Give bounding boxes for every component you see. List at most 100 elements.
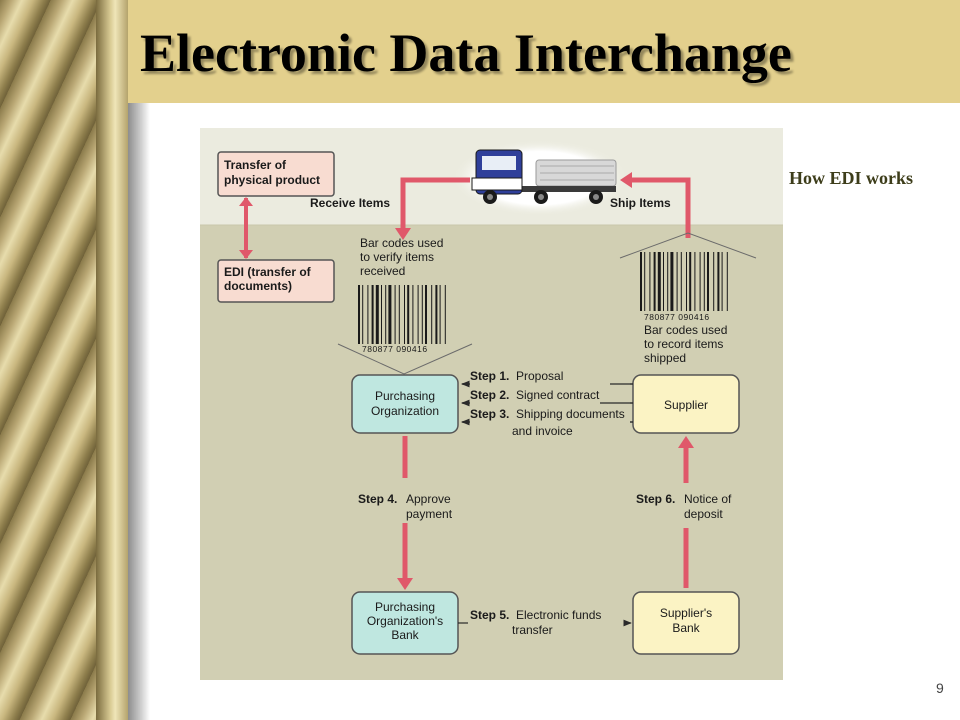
svg-text:Bank: Bank (672, 621, 700, 635)
barcode-bar (421, 285, 423, 344)
barcode-bars-left (358, 285, 446, 344)
ship-items-label: Ship Items (610, 196, 671, 210)
svg-text:Step 6.: Step 6. (636, 492, 675, 506)
svg-text:Supplier's: Supplier's (660, 606, 712, 620)
barcode-bar (689, 252, 692, 311)
svg-text:Purchasing: Purchasing (375, 389, 435, 403)
barcode-bar (699, 252, 701, 311)
steps-arrow-stubs (461, 380, 633, 426)
barcode-bar (707, 252, 709, 311)
barcode-shipped: 780877 090416 Bar codes used to record i… (619, 232, 757, 365)
barcode-shipped-caption-3: shipped (644, 351, 686, 365)
barcode-bar (435, 285, 438, 344)
legend-connector (239, 197, 253, 259)
barcode-bar (394, 285, 396, 344)
barcode-bar (404, 285, 405, 344)
barcode-bar (367, 285, 369, 344)
receive-items-label: Receive Items (310, 196, 390, 210)
svg-text:transfer: transfer (512, 623, 553, 637)
legend-physical: Transfer of physical product (217, 151, 335, 197)
barcode-bar (713, 252, 715, 311)
barcode-bar (644, 252, 646, 311)
svg-text:Purchasing: Purchasing (375, 600, 435, 614)
ship-items-arrow (620, 172, 691, 238)
step-6-arrow (678, 436, 694, 588)
svg-text:Step 1.: Step 1. (470, 369, 509, 383)
svg-text:Supplier: Supplier (664, 398, 708, 412)
barcode-bar (398, 285, 400, 344)
barcode-bar (375, 285, 379, 344)
barcode-bar (663, 252, 664, 311)
step-4-label: Step 4. Approve payment (358, 492, 453, 521)
decorative-left-border (0, 0, 128, 720)
barcode-bar (686, 252, 687, 311)
legend-edi-line2: documents) (224, 279, 292, 293)
barcode-bar (412, 285, 414, 344)
truck-icon (452, 140, 628, 216)
barcode-received-caption-3: received (360, 264, 405, 278)
barcode-bar (657, 252, 661, 311)
barcode-bar (667, 252, 669, 311)
svg-text:Proposal: Proposal (516, 369, 563, 383)
svg-text:Organization's: Organization's (367, 614, 443, 628)
svg-text:Notice of: Notice of (684, 492, 732, 506)
barcode-bars-right (640, 252, 728, 311)
barcode-bar (381, 285, 382, 344)
barcode-shipped-digits: 780877 090416 (644, 312, 710, 322)
barcode-bar (649, 252, 651, 311)
content-edge-shadow (128, 103, 150, 720)
barcode-bar (417, 285, 419, 344)
step-6-label: Step 6. Notice of deposit (636, 492, 732, 521)
svg-text:Step 3.: Step 3. (470, 407, 509, 421)
legend-edi: EDI (transfer of documents) (217, 259, 335, 303)
node-supplier-bank: Supplier's Bank (632, 591, 740, 655)
barcode-bar (371, 285, 374, 344)
barcode-received-caption-2: to verify items (360, 250, 434, 264)
svg-text:Approve: Approve (406, 492, 451, 506)
title-band (128, 0, 960, 103)
barcode-bar (388, 285, 392, 344)
barcode-bar (444, 285, 446, 344)
svg-text:payment: payment (406, 507, 453, 521)
step-2-label: Step 2. Signed contract (470, 388, 600, 402)
barcode-received: Bar codes used to verify items received … (337, 236, 473, 375)
step-5-label: Step 5. Electronic funds transfer (470, 608, 601, 637)
legend-edi-line1: EDI (transfer of (224, 265, 312, 279)
edi-diagram: Transfer of physical product EDI (transf… (200, 128, 783, 680)
barcode-bar (694, 252, 696, 311)
legend-physical-line2: physical product (224, 173, 320, 187)
barcode-bar (680, 252, 682, 311)
svg-text:Organization: Organization (371, 404, 439, 418)
barcode-bar (640, 252, 642, 311)
slide-title: Electronic Data Interchange (140, 23, 792, 83)
barcode-bar (676, 252, 678, 311)
svg-text:Step 2.: Step 2. (470, 388, 509, 402)
node-purchasing-organization: Purchasing Organization (351, 374, 459, 434)
barcode-shipped-caption-1: Bar codes used (644, 323, 727, 337)
barcode-bar (362, 285, 364, 344)
svg-text:and invoice: and invoice (512, 424, 573, 438)
svg-text:Step 5.: Step 5. (470, 608, 509, 622)
barcode-bar (717, 252, 720, 311)
barcode-bar (721, 252, 723, 311)
diagram-caption: How EDI works (789, 168, 914, 188)
barcode-received-digits: 780877 090416 (362, 344, 428, 354)
svg-text:Signed contract: Signed contract (516, 388, 600, 402)
node-purchasing-bank: Purchasing Organization's Bank (351, 591, 459, 655)
svg-text:Step 4.: Step 4. (358, 492, 397, 506)
step-3-label: Step 3. Shipping documents and invoice (470, 407, 625, 438)
step-1-label: Step 1. Proposal (470, 369, 563, 383)
step-4-arrow (397, 436, 413, 590)
receive-items-arrow (395, 177, 470, 240)
barcode-bar (407, 285, 410, 344)
barcode-bar (703, 252, 705, 311)
svg-text:Electronic funds: Electronic funds (516, 608, 601, 622)
barcode-bar (653, 252, 656, 311)
page-number: 9 (936, 680, 944, 696)
legend-physical-line1: Transfer of (224, 158, 287, 172)
steps-1-3-label-bg (464, 370, 630, 442)
svg-text:deposit: deposit (684, 507, 723, 521)
svg-text:Shipping documents: Shipping documents (516, 407, 625, 421)
barcode-shipped-caption-2: to record items (644, 337, 723, 351)
barcode-bar (726, 252, 728, 311)
